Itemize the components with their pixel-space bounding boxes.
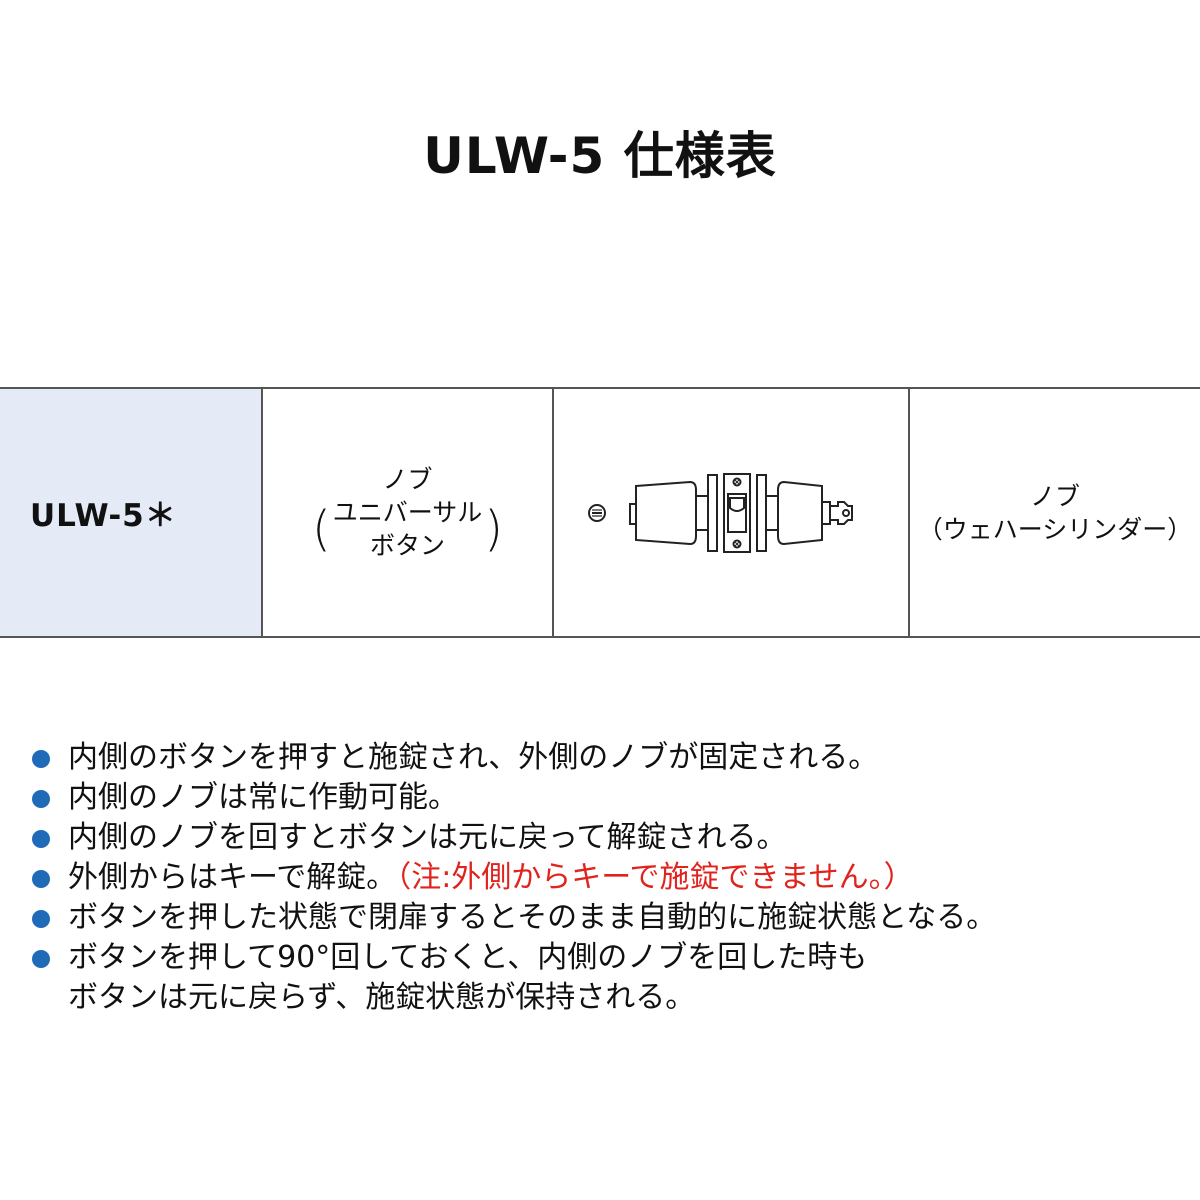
note-item: 内側のノブは常に作動可能。: [32, 778, 1182, 818]
inside-button-group: ( ユニバーサル ボタン ): [310, 496, 505, 562]
inside-button-label: ボタン: [369, 531, 445, 560]
model-cell: ULW-5＊: [0, 389, 263, 636]
note-text: 内側のノブを回すとボタンは元に戻って解錠される。: [68, 820, 787, 855]
lock-diagram-cell: [554, 389, 910, 636]
outside-knob-type: ノブ: [1029, 481, 1080, 511]
left-paren: (: [312, 501, 331, 557]
page-title: ULW-5 仕様表: [423, 127, 777, 185]
outside-knob-cell: ノブ （ウェハーシリンダー）: [910, 389, 1200, 636]
note-item: 内側のノブを回すとボタンは元に戻って解錠される。: [32, 818, 1182, 858]
latch-plate: [723, 472, 751, 553]
note-item: ボタンを押して90°回しておくと、内側のノブを回した時も ボタンは元に戻らず、施…: [32, 938, 1182, 1018]
outside-cylinder-type: （ウェハーシリンダー）: [917, 514, 1193, 544]
note-text: ボタンを押した状態で閉扉するとそのまま自動的に施錠状態となる。: [68, 900, 997, 935]
inside-button-lines: ユニバーサル ボタン: [333, 496, 483, 562]
inside-knob-description: ノブ ( ユニバーサル ボタン ): [310, 463, 505, 562]
note-text-continued: ボタンは元に戻らず、施錠状態が保持される。: [68, 980, 696, 1015]
inside-button-type: ユニバーサル: [332, 498, 483, 527]
knob-lock-diagram-icon: [588, 472, 853, 553]
inside-knob-type: ノブ: [382, 465, 433, 494]
note-item: 内側のボタンを押すと施錠され、外側のノブが固定される。: [32, 738, 1182, 778]
note-text: 内側のボタンを押すと施錠され、外側のノブが固定される。: [68, 740, 879, 775]
key-shape: [829, 500, 853, 525]
right-paren: ): [484, 501, 503, 557]
note-text: ボタンを押して90°回しておくと、内側のノブを回した時も: [68, 940, 868, 975]
button-circle: [588, 503, 606, 522]
inside-knob: [635, 480, 697, 545]
feature-notes-list: 内側のボタンを押すと施錠され、外側のノブが固定される。 内側のノブは常に作動可能…: [32, 738, 1182, 1018]
note-item: ボタンを押した状態で閉扉するとそのまま自動的に施錠状態となる。: [32, 898, 1182, 938]
spec-table: ULW-5＊ ノブ ( ユニバーサル ボタン ): [0, 387, 1200, 638]
note-text: 内側のノブは常に作動可能。: [68, 780, 458, 815]
outside-knob: [777, 480, 823, 545]
inside-knob-cell: ノブ ( ユニバーサル ボタン ): [263, 389, 554, 636]
note-warning: （注:外側からキーで施錠できません。）: [396, 860, 914, 895]
note-item: 外側からはキーで解錠。（注:外側からキーで施錠できません。）: [32, 858, 1182, 898]
note-text: 外側からはキーで解錠。: [68, 860, 397, 895]
model-name: ULW-5＊: [30, 498, 177, 534]
outside-knob-description: ノブ （ウェハーシリンダー）: [918, 480, 1193, 546]
